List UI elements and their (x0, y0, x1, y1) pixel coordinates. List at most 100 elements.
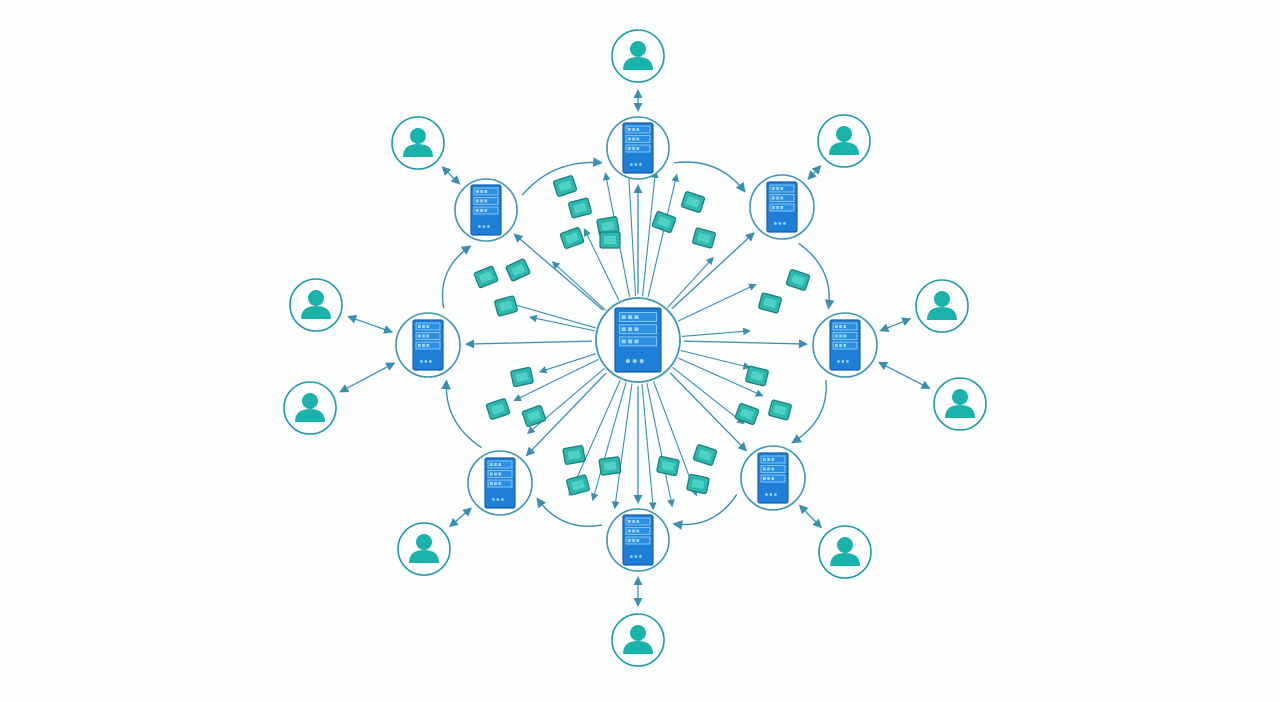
ring-layer (441, 157, 835, 530)
user-link-arrow (879, 317, 912, 332)
hub-ray-arrow (513, 358, 599, 402)
user-link-arrow (878, 361, 931, 390)
data-packet-icon (505, 258, 531, 282)
user-layer (283, 29, 987, 667)
data-packet-icon (692, 227, 716, 249)
user-avatar-icon (409, 534, 439, 563)
user-node[interactable] (933, 377, 987, 431)
hub-ray-arrow (506, 300, 596, 329)
server-rack-icon (829, 319, 861, 371)
server-rack-icon (622, 514, 654, 566)
ring-connection-arc (672, 494, 738, 530)
hub-ray-arrow (681, 327, 751, 337)
data-packet-icon (692, 444, 718, 466)
hub-spoke-arrow (525, 372, 607, 457)
hub-ray-arrow (529, 314, 596, 332)
hub-ray-arrow (667, 256, 714, 308)
data-packet-icon (758, 292, 782, 314)
data-packet-icon (599, 231, 621, 249)
hub-ray-arrow (590, 382, 627, 502)
data-packet-icon (494, 295, 518, 317)
ring-server-node[interactable] (606, 508, 670, 572)
ring-server-node[interactable] (606, 116, 670, 180)
user-node[interactable] (817, 114, 871, 168)
server-rack-icon (412, 319, 444, 371)
node-layer (395, 116, 878, 572)
data-packet-icon (568, 197, 592, 219)
data-packet-icon (562, 445, 586, 465)
user-link-arrow (347, 314, 394, 334)
ring-connection-arc (536, 497, 603, 527)
user-node[interactable] (397, 522, 451, 576)
data-packet-icon (521, 404, 547, 428)
hub-ray-arrow (680, 349, 752, 370)
ring-server-node[interactable] (454, 178, 518, 242)
ring-connection-arc (521, 157, 603, 196)
user-node[interactable] (611, 613, 665, 667)
user-node[interactable] (611, 29, 665, 83)
user-avatar-icon (295, 393, 325, 422)
user-node[interactable] (915, 279, 969, 333)
user-node[interactable] (283, 381, 337, 435)
hub-ray-arrow (551, 261, 606, 311)
user-link-arrow (798, 504, 822, 529)
data-packet-icon (598, 456, 622, 476)
hub-spoke-arrow (683, 339, 808, 349)
user-avatar-icon (927, 291, 957, 320)
data-packet-icon (656, 455, 680, 477)
user-avatar-icon (623, 625, 653, 654)
hub-ray-arrow (641, 383, 657, 511)
packet-layer (473, 175, 811, 496)
user-link-arrow (807, 165, 822, 180)
data-packet-icon (745, 365, 769, 387)
user-node[interactable] (391, 116, 445, 170)
central-server-node[interactable] (595, 297, 681, 383)
hub-ray-arrow (677, 283, 757, 322)
hub-ray-arrow (677, 357, 764, 397)
hub-ray-arrow (583, 228, 620, 301)
hub-ray-arrow (646, 382, 675, 508)
hub-ray-arrow (641, 170, 659, 297)
ring-server-node[interactable] (749, 174, 815, 240)
server-rack-icon (766, 181, 798, 233)
data-packet-icon (680, 191, 706, 213)
ring-connection-arc (674, 161, 746, 193)
data-packet-icon (485, 398, 511, 420)
ring-connection-arc (798, 242, 835, 310)
server-rack-icon (757, 452, 789, 504)
data-packet-icon (473, 265, 499, 289)
spoke-layer (465, 169, 808, 511)
data-packet-icon (651, 210, 677, 234)
user-link-arrow (339, 362, 396, 393)
user-link-layer (339, 89, 931, 607)
data-packet-icon (768, 399, 792, 421)
ring-connection-arc (441, 245, 472, 309)
ring-server-node[interactable] (740, 445, 806, 511)
user-avatar-icon (829, 126, 859, 155)
data-packet-icon (785, 269, 811, 291)
ring-server-node[interactable] (812, 312, 878, 378)
hub-spoke-arrow (465, 339, 593, 349)
hub-ray-arrow (527, 368, 605, 435)
user-node[interactable] (818, 525, 872, 579)
hub-ray-arrow (647, 173, 679, 298)
user-avatar-icon (945, 389, 975, 418)
user-link-arrow (448, 507, 472, 528)
user-node[interactable] (289, 278, 343, 332)
hub-ray-arrow (625, 169, 637, 297)
hub-spoke-arrow (513, 233, 604, 311)
data-packet-icon (510, 366, 534, 388)
user-avatar-icon (623, 41, 653, 70)
server-rack-icon (614, 307, 662, 373)
user-avatar-icon (830, 537, 860, 566)
user-avatar-icon (301, 290, 331, 319)
data-packet-icon (686, 473, 710, 495)
server-rack-icon (470, 184, 502, 236)
hub-ray-arrow (672, 366, 745, 425)
server-rack-icon (484, 457, 516, 509)
ring-connection-arc (441, 379, 482, 449)
ring-server-node[interactable] (467, 450, 533, 516)
ring-server-node[interactable] (395, 312, 461, 378)
